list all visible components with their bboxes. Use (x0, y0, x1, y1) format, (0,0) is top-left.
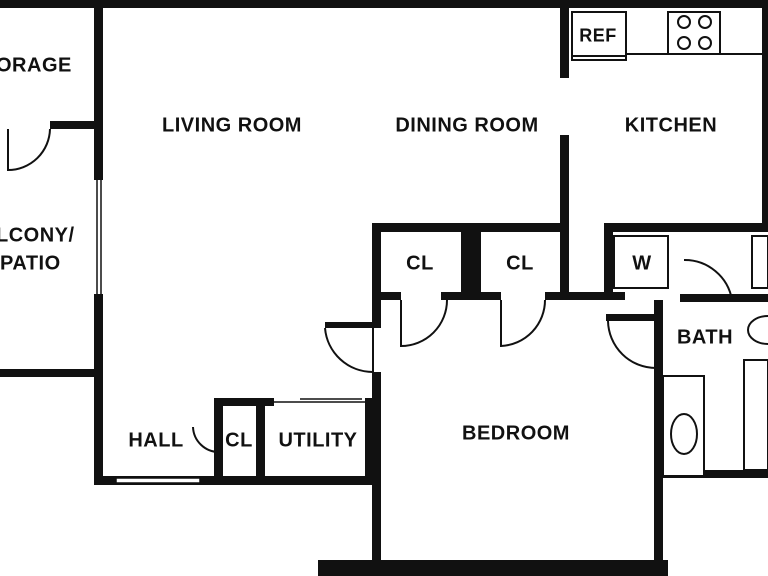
washer-label: W (632, 252, 652, 275)
room-label-kitchen: KITCHEN (624, 114, 718, 137)
bath-fixtures (613, 235, 768, 477)
windows (96, 150, 768, 484)
sink-icon (662, 375, 705, 477)
room-label-hall: HALL (128, 429, 184, 452)
bathtub-icon (743, 359, 768, 471)
washer-box (613, 235, 669, 289)
stove-icon (667, 11, 721, 55)
room-label-balcony-line2: PATIO (0, 252, 61, 275)
room-label-hall-closet: CL (225, 429, 253, 452)
room-label-storage: ORAGE (0, 54, 72, 77)
room-label-dining: DINING ROOM (395, 114, 539, 137)
refrigerator-label: REF (579, 25, 617, 46)
kitchen-fixtures (571, 11, 762, 61)
door-swings (7, 128, 733, 453)
room-label-bedroom: BEDROOM (462, 422, 570, 445)
room-label-bath: BATH (676, 326, 734, 349)
room-label-balcony-line1: LCONY/ (0, 224, 75, 247)
room-label-living: LIVING ROOM (162, 114, 302, 137)
room-label-closet-left: CL (406, 252, 434, 275)
room-label-utility: UTILITY (278, 429, 358, 452)
refrigerator (571, 11, 627, 61)
toilet-icon (747, 315, 768, 345)
room-label-closet-right: CL (506, 252, 534, 275)
